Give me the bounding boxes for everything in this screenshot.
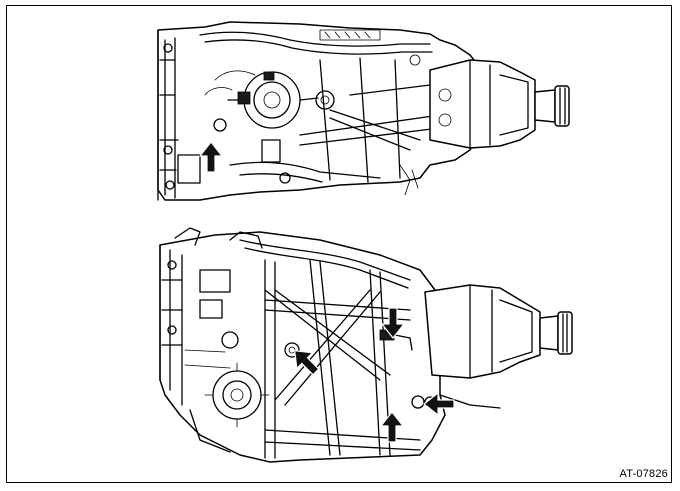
figure-frame [6,5,672,483]
indicator-arrow-down-left-bottom-view [294,350,320,376]
transmission-bottom-view [159,227,573,463]
indicator-arrow-left-bottom-view [423,392,455,416]
figure-code: AT-07826 [619,468,668,480]
indicator-arrow-up-bottom-view [380,411,404,443]
indicator-arrow-up-top-view [199,141,223,173]
transmission-top-view [157,21,570,201]
indicator-arrow-down-bottom-view [381,307,405,339]
